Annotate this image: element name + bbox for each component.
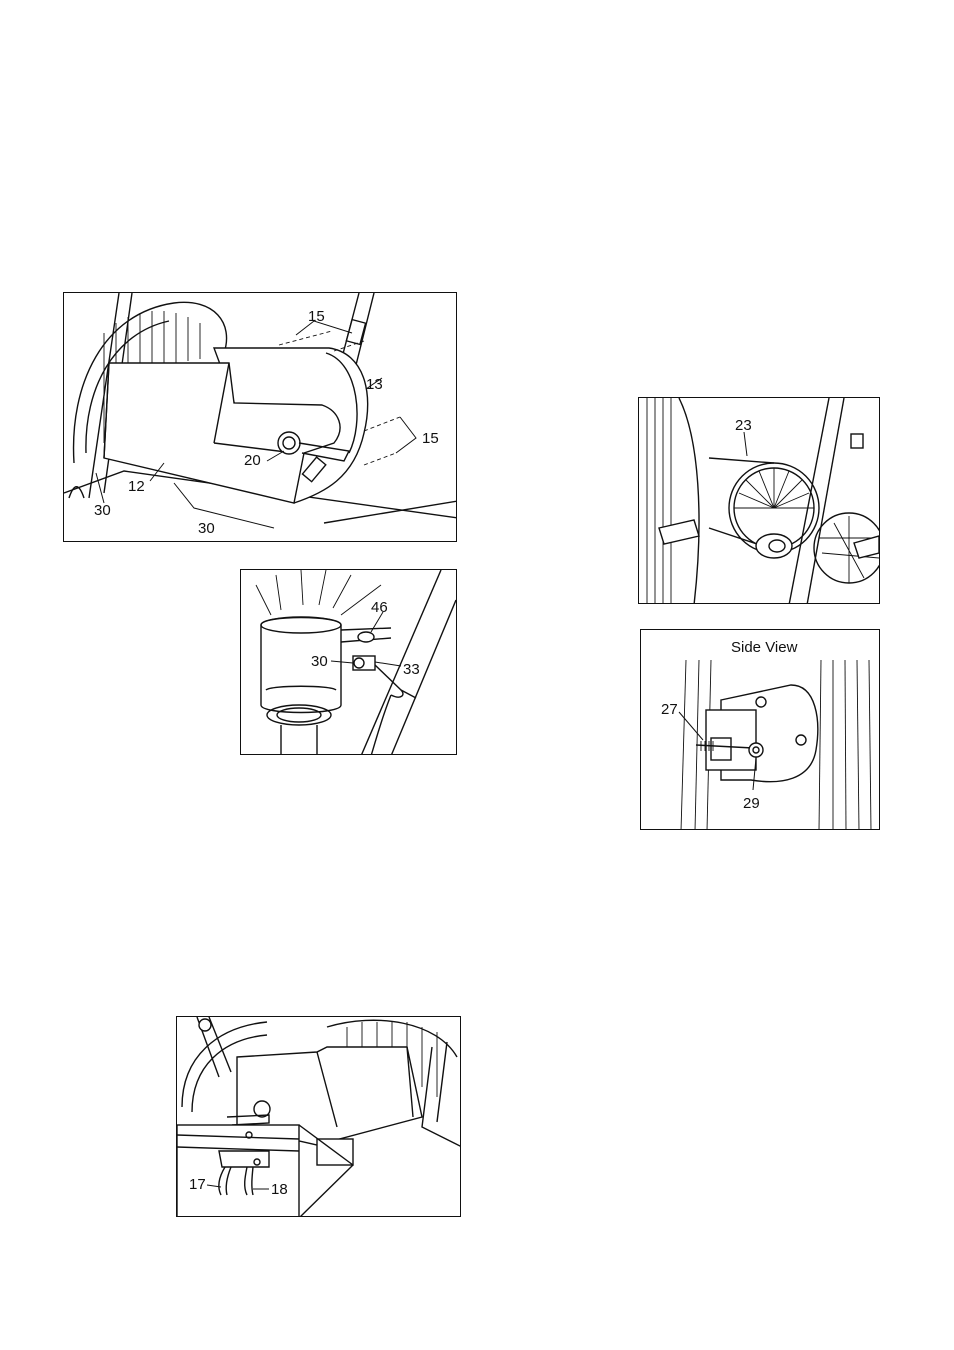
side-view-drawing: Side View 27 29 (641, 630, 880, 830)
callout-46: 46 (371, 599, 388, 616)
figure-side-view: Side View 27 29 (640, 629, 880, 830)
belt-flywheel-drawing: 23 (639, 398, 880, 604)
figure-guard-underside: 17 18 (176, 1016, 461, 1217)
callout-15-upper: 15 (308, 308, 325, 325)
callout-30-left: 30 (94, 502, 111, 519)
callout-29: 29 (743, 795, 760, 812)
callout-13: 13 (366, 376, 383, 393)
figure-belt-flywheel: 23 (638, 397, 880, 604)
callout-27: 27 (661, 701, 678, 718)
callout-17: 17 (189, 1176, 206, 1193)
figure-crank-detail: 46 30 33 (240, 569, 457, 755)
callout-30-bottom: 30 (198, 520, 215, 537)
side-view-title: Side View (731, 639, 798, 656)
callout-30: 30 (311, 653, 328, 670)
callout-18: 18 (271, 1181, 288, 1198)
callout-23: 23 (735, 417, 752, 434)
callout-33: 33 (403, 661, 420, 678)
callout-12: 12 (128, 478, 145, 495)
guard-underside-drawing: 17 18 (177, 1017, 461, 1217)
callout-20: 20 (244, 452, 261, 469)
chain-guard-drawing: 15 13 15 20 12 30 30 (64, 293, 457, 542)
figure-chain-guard-installation: 15 13 15 20 12 30 30 (63, 292, 457, 542)
callout-15-lower: 15 (422, 430, 439, 447)
crank-detail-drawing: 46 30 33 (241, 570, 457, 755)
